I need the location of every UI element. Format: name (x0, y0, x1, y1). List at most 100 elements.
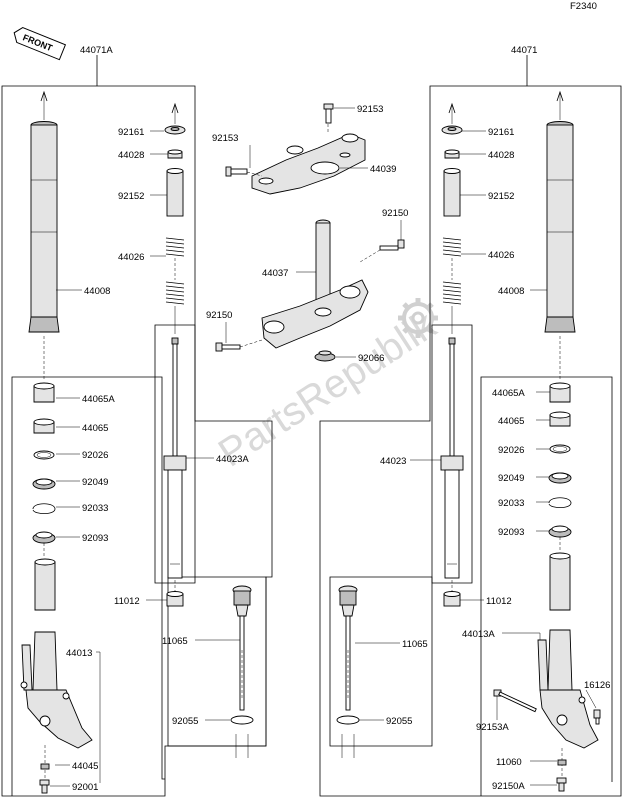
bolt-92150A-right (556, 777, 567, 792)
label-44028-left: 44028 (118, 150, 144, 161)
label-11012-left: 11012 (114, 596, 140, 607)
label-92093-left: 92093 (82, 533, 108, 544)
label-44013A-right: 44013A (462, 629, 495, 640)
label-44071A: 44071A (80, 45, 113, 56)
bolt-92153-mid (225, 166, 248, 177)
circlip-92033-left (32, 503, 56, 515)
label-44037: 44037 (262, 268, 288, 279)
outer-tube-44013-left (20, 558, 93, 749)
label-92033-right: 92033 (498, 498, 524, 509)
collar-11012-left (166, 591, 184, 607)
label-92150-left: 92150 (206, 310, 232, 321)
inner-rod-44023-right (440, 337, 464, 579)
cap-92161-left (164, 125, 186, 135)
fork-tube-44008-right (544, 121, 576, 333)
left-inner-tube-box (154, 324, 196, 584)
part-number-labels: 44071A 44071 44008 44065A 44065 92026 92… (66, 45, 610, 793)
steering-stem-parts (215, 103, 405, 362)
label-44023-right: 44023 (380, 456, 406, 467)
oil-seal-92049-right (548, 472, 572, 484)
upper-bracket-44039 (251, 133, 366, 195)
label-92026-left: 92026 (82, 450, 108, 461)
right-outer-tube-box (480, 376, 613, 796)
right-fork-parts (336, 90, 601, 792)
bolt-92150-left (215, 342, 241, 352)
label-44008-right: 44008 (498, 286, 524, 297)
label-92152-left: 92152 (118, 191, 144, 202)
label-11065-left: 11065 (162, 636, 188, 647)
right-fork-assembly-outline (319, 85, 622, 797)
fork-tube-44008-left (28, 121, 60, 333)
label-92066: 92066 (358, 353, 384, 364)
label-92150-right: 92150 (382, 208, 408, 219)
label-92055-right: 92055 (386, 716, 412, 727)
bleeder-16126-right (593, 709, 601, 725)
bushing-44065A-left (33, 382, 55, 403)
label-44028-right: 44028 (488, 150, 514, 161)
label-92152-right: 92152 (488, 191, 514, 202)
nut-44028-left (167, 149, 183, 159)
label-44026-left: 44026 (118, 252, 144, 263)
label-44039: 44039 (370, 164, 396, 175)
label-44065-left: 44065 (82, 423, 108, 434)
washer-11060-right (557, 759, 567, 766)
page-code: F2340 (570, 1, 597, 12)
label-44026-right: 44026 (488, 250, 514, 261)
left-outer-tube-box (11, 376, 165, 796)
left-cartridge-box (167, 576, 267, 747)
spring-44026-left (165, 237, 185, 305)
label-92055-left: 92055 (172, 716, 198, 727)
steering-stem-44037 (261, 219, 369, 349)
label-92093-right: 92093 (498, 527, 524, 538)
label-92161-left: 92161 (118, 127, 144, 138)
cap-92161-right (441, 125, 463, 135)
leader-lines (50, 107, 597, 787)
damper-rod-11065-left (232, 585, 252, 711)
right-cartridge-box (329, 576, 433, 747)
label-92026-right: 92026 (498, 445, 524, 456)
seal-92066 (314, 350, 336, 362)
label-44023A-left: 44023A (216, 454, 249, 465)
o-ring-92055-right (336, 715, 360, 725)
left-fork-parts (20, 90, 254, 794)
right-inner-tube-box (431, 324, 473, 584)
label-92150A-right: 92150A (492, 781, 525, 792)
spacer-92152-left (166, 168, 184, 217)
label-92001-left: 92001 (72, 782, 98, 793)
o-ring-92055-left (230, 715, 254, 725)
label-44065A-left: 44065A (82, 394, 115, 405)
assembly-outlines (1, 55, 622, 797)
label-44071: 44071 (511, 45, 537, 56)
spring-44026-right (442, 237, 462, 305)
label-44008-left: 44008 (84, 286, 110, 297)
label-92161-right: 92161 (488, 127, 514, 138)
damper-rod-11065-right (338, 585, 358, 711)
label-92049-right: 92049 (498, 473, 524, 484)
label-92049-left: 92049 (82, 477, 108, 488)
bushing-44065-left (33, 418, 55, 434)
label-16126-right: 16126 (584, 680, 610, 691)
outer-tube-44013A-right (537, 552, 599, 749)
label-44045-left: 44045 (72, 761, 98, 772)
bolt-92153-top (323, 103, 334, 124)
bolt-92001-left (39, 779, 50, 794)
oil-seal-92049-left (32, 478, 56, 490)
label-92153A-right: 92153A (476, 722, 509, 733)
inner-rod-44023A-left (163, 337, 187, 579)
dust-seal-92093-right (548, 525, 572, 538)
bushing-44065-right (549, 411, 571, 427)
front-direction-badge: FRONT (13, 27, 67, 61)
dust-seal-92093-left (32, 531, 56, 544)
label-44065A-right: 44065A (492, 388, 525, 399)
bolt-92153A-right (493, 689, 537, 713)
label-92033-left: 92033 (82, 503, 108, 514)
collar-11012-right (443, 591, 461, 607)
circlip-92033-right (548, 497, 572, 509)
label-92153-mid: 92153 (212, 133, 238, 144)
label-92153-top: 92153 (357, 104, 383, 115)
spacer-92152-right (443, 168, 461, 217)
label-11060-right: 11060 (496, 757, 522, 768)
label-44065-right: 44065 (498, 416, 524, 427)
label-11012-right: 11012 (486, 596, 512, 607)
